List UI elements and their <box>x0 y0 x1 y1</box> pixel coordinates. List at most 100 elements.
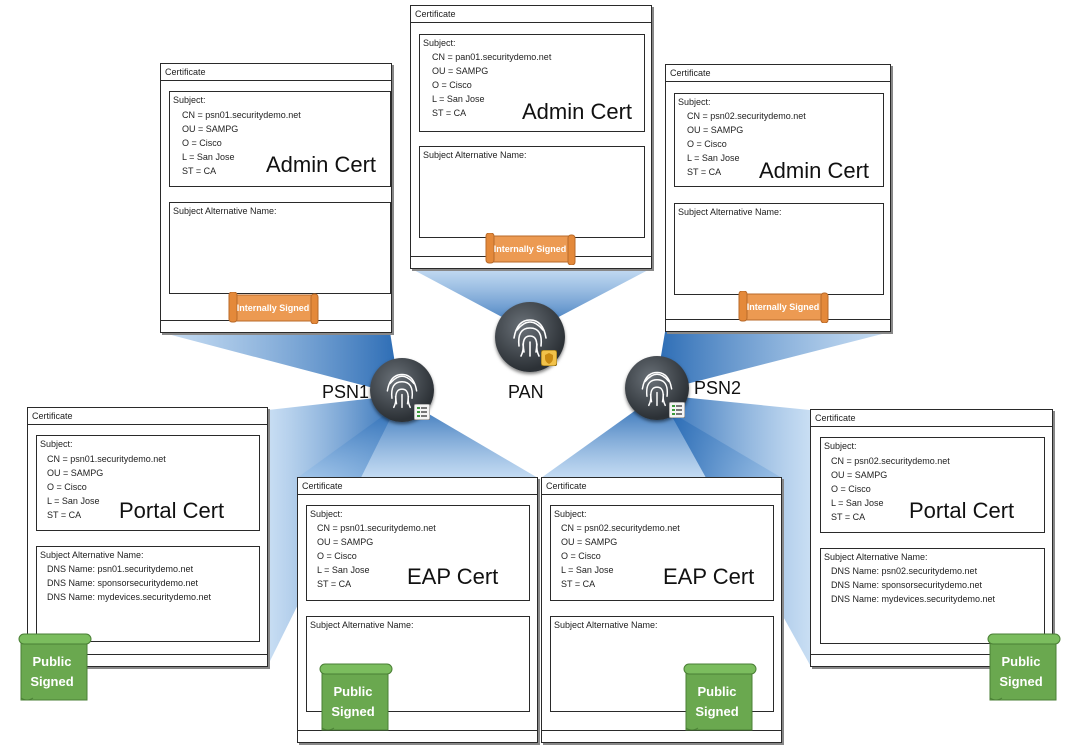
subject-box: Subject: CN = psn01.securitydemo.net OU … <box>306 505 530 601</box>
cert-name: EAP Cert <box>663 564 755 589</box>
psn2-label: PSN2 <box>694 378 742 398</box>
subject-title: Subject: <box>423 38 456 48</box>
cert-header: Certificate <box>811 410 1052 427</box>
subject-line: L = San Jose <box>561 565 614 575</box>
cert-header: Certificate <box>542 478 781 495</box>
seal-label-line2: Signed <box>30 674 74 689</box>
subject-line: ST = CA <box>561 579 596 589</box>
cert-name: Admin Cert <box>522 99 633 124</box>
psn1-node <box>370 358 434 422</box>
scroll-icon <box>485 232 576 266</box>
subject-title: Subject: <box>310 509 343 519</box>
subject-box: Subject: CN = psn02.securitydemo.net OU … <box>674 93 884 187</box>
internally-signed-seal: Internally Signed <box>227 291 319 325</box>
subject-line: O = Cisco <box>182 138 222 148</box>
fingerprint-icon <box>386 373 418 409</box>
subject-line: OU = SAMPG <box>687 125 744 135</box>
subject-line: CN = pan01.securitydemo.net <box>432 52 552 62</box>
cert-name: Portal Cert <box>909 498 1015 523</box>
san-title: Subject Alternative Name: <box>40 550 144 560</box>
subject-box: Subject: CN = psn02.securitydemo.net OU … <box>550 505 774 601</box>
subject-line: O = Cisco <box>687 139 727 149</box>
subject-line: L = San Jose <box>182 152 235 162</box>
san-box: Subject Alternative Name: <box>169 202 391 294</box>
beam-psn2-admin <box>655 332 890 392</box>
cert-footer <box>28 654 267 666</box>
cert-header: Certificate <box>411 6 651 23</box>
subject-box: Subject: CN = pan01.securitydemo.net OU … <box>419 34 645 132</box>
eap-cert-psn1: Certificate Subject: CN = psn01.security… <box>297 477 538 743</box>
subject-title: Subject: <box>554 509 587 519</box>
list-icon <box>414 404 430 420</box>
san-box: Subject Alternative Name: DNS Name: psn0… <box>36 546 260 642</box>
admin-cert-pan: Certificate Subject: CN = pan01.security… <box>410 5 652 269</box>
subject-line: O = Cisco <box>432 80 472 90</box>
cert-name: Admin Cert <box>759 158 870 183</box>
beam-psn1-admin <box>160 332 400 395</box>
subject-line: O = Cisco <box>831 484 871 494</box>
subject-box: Subject: CN = psn02.securitydemo.net OU … <box>820 437 1045 533</box>
pan-label: PAN <box>508 382 544 402</box>
list-icon <box>669 402 685 418</box>
subject-line: ST = CA <box>687 167 722 177</box>
public-signed-seal: Public Signed <box>986 632 1062 702</box>
subject-line: CN = psn01.securitydemo.net <box>317 523 436 533</box>
public-signed-seal: Public Signed <box>682 662 758 732</box>
cert-header: Certificate <box>28 408 267 425</box>
subject-title: Subject: <box>173 95 206 105</box>
subject-line: ST = CA <box>47 510 82 520</box>
cert-name: Admin Cert <box>266 152 377 177</box>
beam-pan-admin <box>410 268 652 332</box>
san-box: Subject Alternative Name: <box>419 146 645 238</box>
san-line: DNS Name: psn02.securitydemo.net <box>831 566 978 576</box>
seal-label: Internally Signed <box>746 302 820 312</box>
subject-title: Subject: <box>678 97 711 107</box>
seal-label-line2: Signed <box>331 704 375 719</box>
shield-icon <box>541 350 557 366</box>
subject-line: CN = psn02.securitydemo.net <box>831 456 950 466</box>
subject-line: L = San Jose <box>47 496 100 506</box>
subject-line: O = Cisco <box>317 551 357 561</box>
cert-footer <box>542 730 781 742</box>
san-title: Subject Alternative Name: <box>173 206 277 216</box>
san-line: DNS Name: sponsorsecuritydemo.net <box>47 578 199 588</box>
seal-label: Internally Signed <box>236 303 310 313</box>
cert-name: Portal Cert <box>119 498 225 523</box>
subject-line: OU = SAMPG <box>561 537 618 547</box>
seal-label: Internally Signed <box>493 244 567 254</box>
subject-line: CN = psn02.securitydemo.net <box>561 523 680 533</box>
subject-line: OU = SAMPG <box>47 468 104 478</box>
scroll-icon <box>18 633 92 701</box>
admin-cert-psn2: Certificate Subject: CN = psn02.security… <box>665 64 891 332</box>
internally-signed-seal: Internally Signed <box>484 232 576 266</box>
admin-cert-psn1: Certificate Subject: CN = psn01.security… <box>160 63 392 333</box>
san-title: Subject Alternative Name: <box>678 207 782 217</box>
subject-line: CN = psn01.securitydemo.net <box>182 110 301 120</box>
subject-line: OU = SAMPG <box>432 66 489 76</box>
san-line: DNS Name: mydevices.securitydemo.net <box>831 594 996 604</box>
subject-box: Subject: CN = psn01.securitydemo.net OU … <box>36 435 260 531</box>
san-title: Subject Alternative Name: <box>310 620 414 630</box>
scroll-icon <box>987 633 1061 701</box>
cert-header: Certificate <box>161 64 391 81</box>
psn2-node <box>625 356 689 420</box>
scroll-icon <box>319 663 393 731</box>
san-line: DNS Name: sponsorsecuritydemo.net <box>831 580 983 590</box>
subject-line: CN = psn02.securitydemo.net <box>687 111 806 121</box>
portal-cert-psn1: Certificate Subject: CN = psn01.security… <box>27 407 268 667</box>
subject-box: Subject: CN = psn01.securitydemo.net OU … <box>169 91 391 187</box>
san-box: Subject Alternative Name: <box>674 203 884 295</box>
subject-line: OU = SAMPG <box>182 124 239 134</box>
subject-line: L = San Jose <box>432 94 485 104</box>
fingerprint-icon <box>513 319 547 357</box>
cert-header: Certificate <box>666 65 890 82</box>
san-line: DNS Name: mydevices.securitydemo.net <box>47 592 212 602</box>
subject-title: Subject: <box>40 439 73 449</box>
subject-line: ST = CA <box>182 166 217 176</box>
scroll-icon <box>228 291 319 325</box>
subject-line: O = Cisco <box>561 551 601 561</box>
subject-line: L = San Jose <box>317 565 370 575</box>
subject-line: OU = SAMPG <box>831 470 888 480</box>
subject-line: ST = CA <box>317 579 352 589</box>
subject-line: CN = psn01.securitydemo.net <box>47 454 166 464</box>
